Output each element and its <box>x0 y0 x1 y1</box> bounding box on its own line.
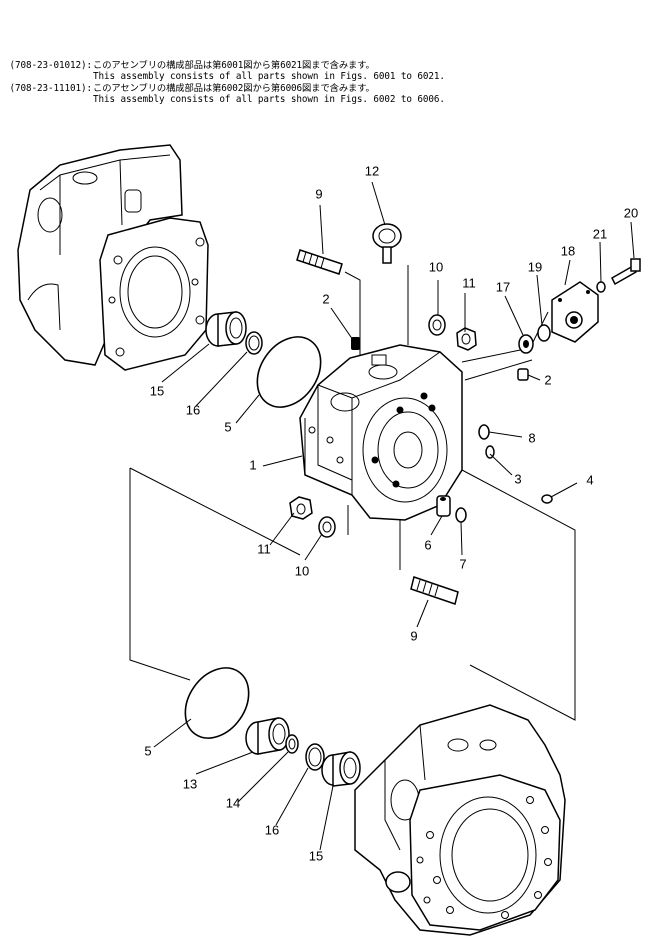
header-row-3: このアセンブリの構成部品は第6002図から第6006図まで含みます。 <box>0 61 375 106</box>
callout-16: 16 <box>186 402 200 417</box>
callout-21: 21 <box>593 226 607 241</box>
header-part-code: (708-23-11101): <box>9 83 93 95</box>
bolt-20 <box>611 258 641 286</box>
eye-bolt <box>372 223 402 264</box>
snap-ring-upper <box>245 331 263 355</box>
header-part-code: (708-23-01012): <box>9 60 93 72</box>
snap-ring-lower <box>305 743 325 771</box>
callout-18: 18 <box>561 243 575 258</box>
callout-2: 2 <box>544 372 551 387</box>
callout-13: 13 <box>183 776 197 791</box>
callout-10: 10 <box>295 563 309 578</box>
callout-4: 4 <box>586 472 593 487</box>
o-ring-7 <box>455 507 467 523</box>
header-note-en: This assembly consists of all parts show… <box>93 71 445 83</box>
callout-5: 5 <box>224 419 231 434</box>
bearing-lower <box>321 751 361 787</box>
callout-14: 14 <box>226 795 240 810</box>
bearing-upper <box>205 311 247 347</box>
o-ring-8 <box>478 424 490 440</box>
washer-21 <box>596 281 606 293</box>
o-ring-19 <box>537 324 551 342</box>
o-ring-4 <box>541 494 553 504</box>
callout-17: 17 <box>496 279 510 294</box>
ring-14 <box>285 734 299 754</box>
plug-upper <box>351 337 360 350</box>
callout-19: 19 <box>528 259 542 274</box>
stud-bolt-lower <box>410 576 459 605</box>
header-note-jp: このアセンブリの構成部品は第6001図から第6021図まで含みます。 <box>93 60 375 72</box>
header-row-4: (708-23-11101): This assembly consists o… <box>0 72 445 117</box>
callout-16: 16 <box>265 822 279 837</box>
callout-9: 9 <box>315 186 322 201</box>
callout-1: 1 <box>249 457 256 472</box>
o-ring-3 <box>485 445 495 459</box>
nut-upper <box>456 327 477 351</box>
stud-bolt-upper <box>296 249 343 275</box>
header-note-en: This assembly consists of all parts show… <box>93 94 445 106</box>
header-row-2: (708-23-01012): This assembly consists o… <box>0 49 445 94</box>
callout-15: 15 <box>309 848 323 863</box>
callout-5: 5 <box>144 743 151 758</box>
o-ring-large-lower <box>184 667 250 739</box>
callout-6: 6 <box>424 537 431 552</box>
callout-12: 12 <box>365 163 379 178</box>
washer-upper <box>428 314 446 336</box>
upper-pump-housing <box>17 144 209 371</box>
washer-lower <box>318 516 336 538</box>
callout-15: 15 <box>150 383 164 398</box>
o-ring-large-upper <box>256 336 322 408</box>
callout-labels: 1 2 2 3 4 5 5 6 7 8 9 9 10 10 11 11 12 1… <box>144 163 638 863</box>
callout-2: 2 <box>322 291 329 306</box>
callout-10: 10 <box>429 259 443 274</box>
cover-18 <box>551 281 599 343</box>
nut-lower <box>289 496 313 520</box>
plug-right <box>517 368 529 381</box>
bearing-13 <box>245 717 290 755</box>
plug-17 <box>518 334 534 354</box>
callout-11: 11 <box>257 541 271 556</box>
header-note-jp: このアセンブリの構成部品は第6002図から第6006図まで含みます。 <box>93 83 375 95</box>
callout-20: 20 <box>624 205 638 220</box>
leader-lines <box>153 181 635 851</box>
pin-6 <box>436 495 451 517</box>
pump-case-block <box>299 344 463 521</box>
header-row-1: このアセンブリの構成部品は第6001図から第6021図まで含みます。 <box>0 38 375 83</box>
callout-8: 8 <box>528 430 535 445</box>
callout-3: 3 <box>514 471 521 486</box>
callout-9: 9 <box>410 628 417 643</box>
lower-pump-housing <box>354 704 566 936</box>
callout-11: 11 <box>462 275 476 290</box>
callout-7: 7 <box>459 556 466 571</box>
